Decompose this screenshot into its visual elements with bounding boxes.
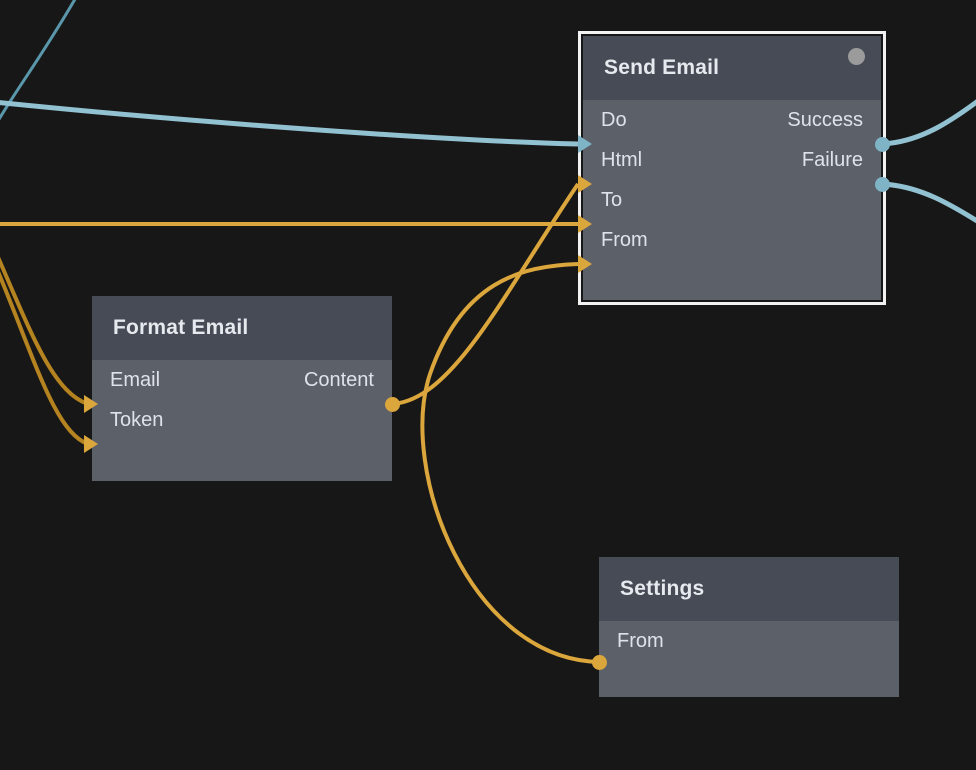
pin-row-from[interactable]: From xyxy=(583,220,881,260)
pin-row-to[interactable]: To xyxy=(583,180,881,220)
pin-row-do[interactable]: Do Success xyxy=(583,100,881,140)
node-header-send-email[interactable]: Send Email xyxy=(583,36,881,100)
pin-label-do: Do xyxy=(601,109,627,131)
wire-to-do xyxy=(0,100,579,147)
wire-settings-to-from xyxy=(420,262,601,664)
node-settings[interactable]: Settings From xyxy=(599,557,899,697)
node-body-settings: From xyxy=(599,621,899,661)
node-header-settings[interactable]: Settings xyxy=(599,557,899,621)
pin-label-to: To xyxy=(601,189,623,211)
wire-to-token xyxy=(0,271,89,446)
status-indicator-icon xyxy=(848,48,865,65)
pin-row-html[interactable]: Html Failure xyxy=(583,140,881,180)
node-title-settings: Settings xyxy=(620,577,705,600)
wire-success-out xyxy=(881,99,976,147)
pin-row-token[interactable]: Token xyxy=(92,400,392,440)
wire-content-to-html xyxy=(391,182,580,406)
wire-to-email xyxy=(0,256,89,406)
pin-row-email[interactable]: Email Content xyxy=(92,360,392,400)
pin-label-token: Token xyxy=(110,409,164,431)
node-format-email[interactable]: Format Email Email Content Token xyxy=(92,296,392,481)
node-header-format-email[interactable]: Format Email xyxy=(92,296,392,360)
node-body-send-email: Do Success Html Failure To From xyxy=(583,100,881,260)
pin-label-settings-from: From xyxy=(617,630,664,652)
wire-exec-crossing xyxy=(0,0,77,121)
pin-label-content: Content xyxy=(303,369,374,391)
node-title-format-email: Format Email xyxy=(113,316,249,339)
node-body-format-email: Email Content Token xyxy=(92,360,392,440)
pin-row-settings-from[interactable]: From xyxy=(599,621,899,661)
wire-failure-out xyxy=(881,181,976,224)
pin-label-success: Success xyxy=(787,109,863,131)
node-title-send-email: Send Email xyxy=(604,56,720,79)
pin-label-html: Html xyxy=(601,149,643,171)
pin-label-email: Email xyxy=(110,369,161,391)
pin-label-from: From xyxy=(601,229,648,251)
pin-label-failure: Failure xyxy=(801,149,863,171)
node-send-email[interactable]: Send Email Do Success Html Failure To xyxy=(578,31,886,305)
